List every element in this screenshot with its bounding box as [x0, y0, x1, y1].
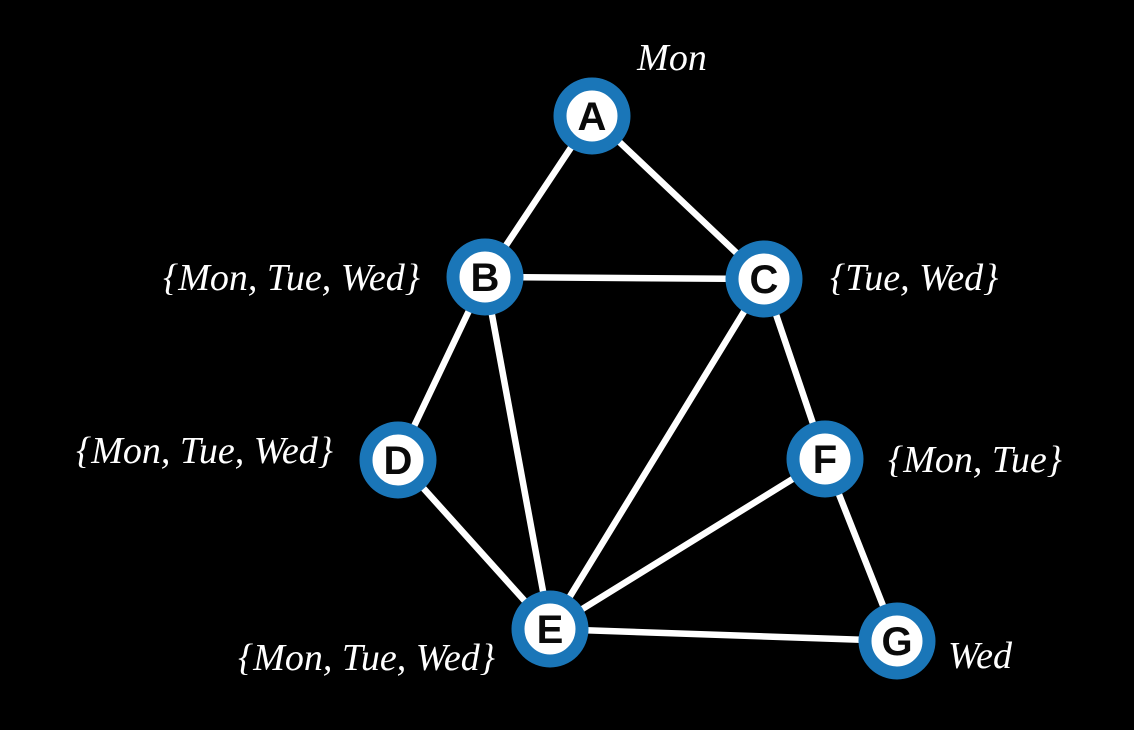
domain-label-A: Mon [636, 37, 707, 79]
domain-label-E: {Mon, Tue, Wed} [238, 637, 495, 679]
node-A-circle [553, 77, 631, 155]
node-G-circle [858, 602, 936, 680]
edge-A-C [588, 112, 768, 283]
node-A-letter: A [578, 95, 607, 139]
edge-B-E [481, 273, 554, 633]
node-D-circle [359, 421, 437, 499]
node-G: G [858, 602, 936, 680]
domain-label-B: {Mon, Tue, Wed} [163, 257, 420, 299]
edge-E-F [546, 455, 829, 633]
node-A: A [553, 77, 631, 155]
edge-B-C [481, 273, 768, 283]
node-B: B [446, 238, 524, 316]
node-D-letter: D [384, 439, 413, 483]
node-B-letter: B [471, 256, 500, 300]
node-E-letter: E [537, 608, 564, 652]
node-F-letter: F [813, 438, 837, 482]
node-E-circle [511, 590, 589, 668]
node-C-letter: C [750, 258, 779, 302]
node-F: F [786, 420, 864, 498]
node-F-circle [786, 420, 864, 498]
domain-label-G: Wed [948, 635, 1013, 677]
nodes-layer: A B C D E F G [359, 77, 936, 680]
node-C: C [725, 240, 803, 318]
domain-label-F: {Mon, Tue} [888, 439, 1062, 481]
domain-labels-layer: Mon {Mon, Tue, Wed} {Tue, Wed} {Mon, Tue, W… [76, 37, 1062, 679]
node-B-circle [446, 238, 524, 316]
domain-label-C: {Tue, Wed} [830, 257, 998, 299]
node-C-circle [725, 240, 803, 318]
edge-E-G [546, 625, 901, 645]
edge-C-E [546, 275, 768, 633]
domain-label-D: {Mon, Tue, Wed} [76, 430, 333, 472]
node-D: D [359, 421, 437, 499]
node-E: E [511, 590, 589, 668]
node-G-letter: G [881, 620, 912, 664]
